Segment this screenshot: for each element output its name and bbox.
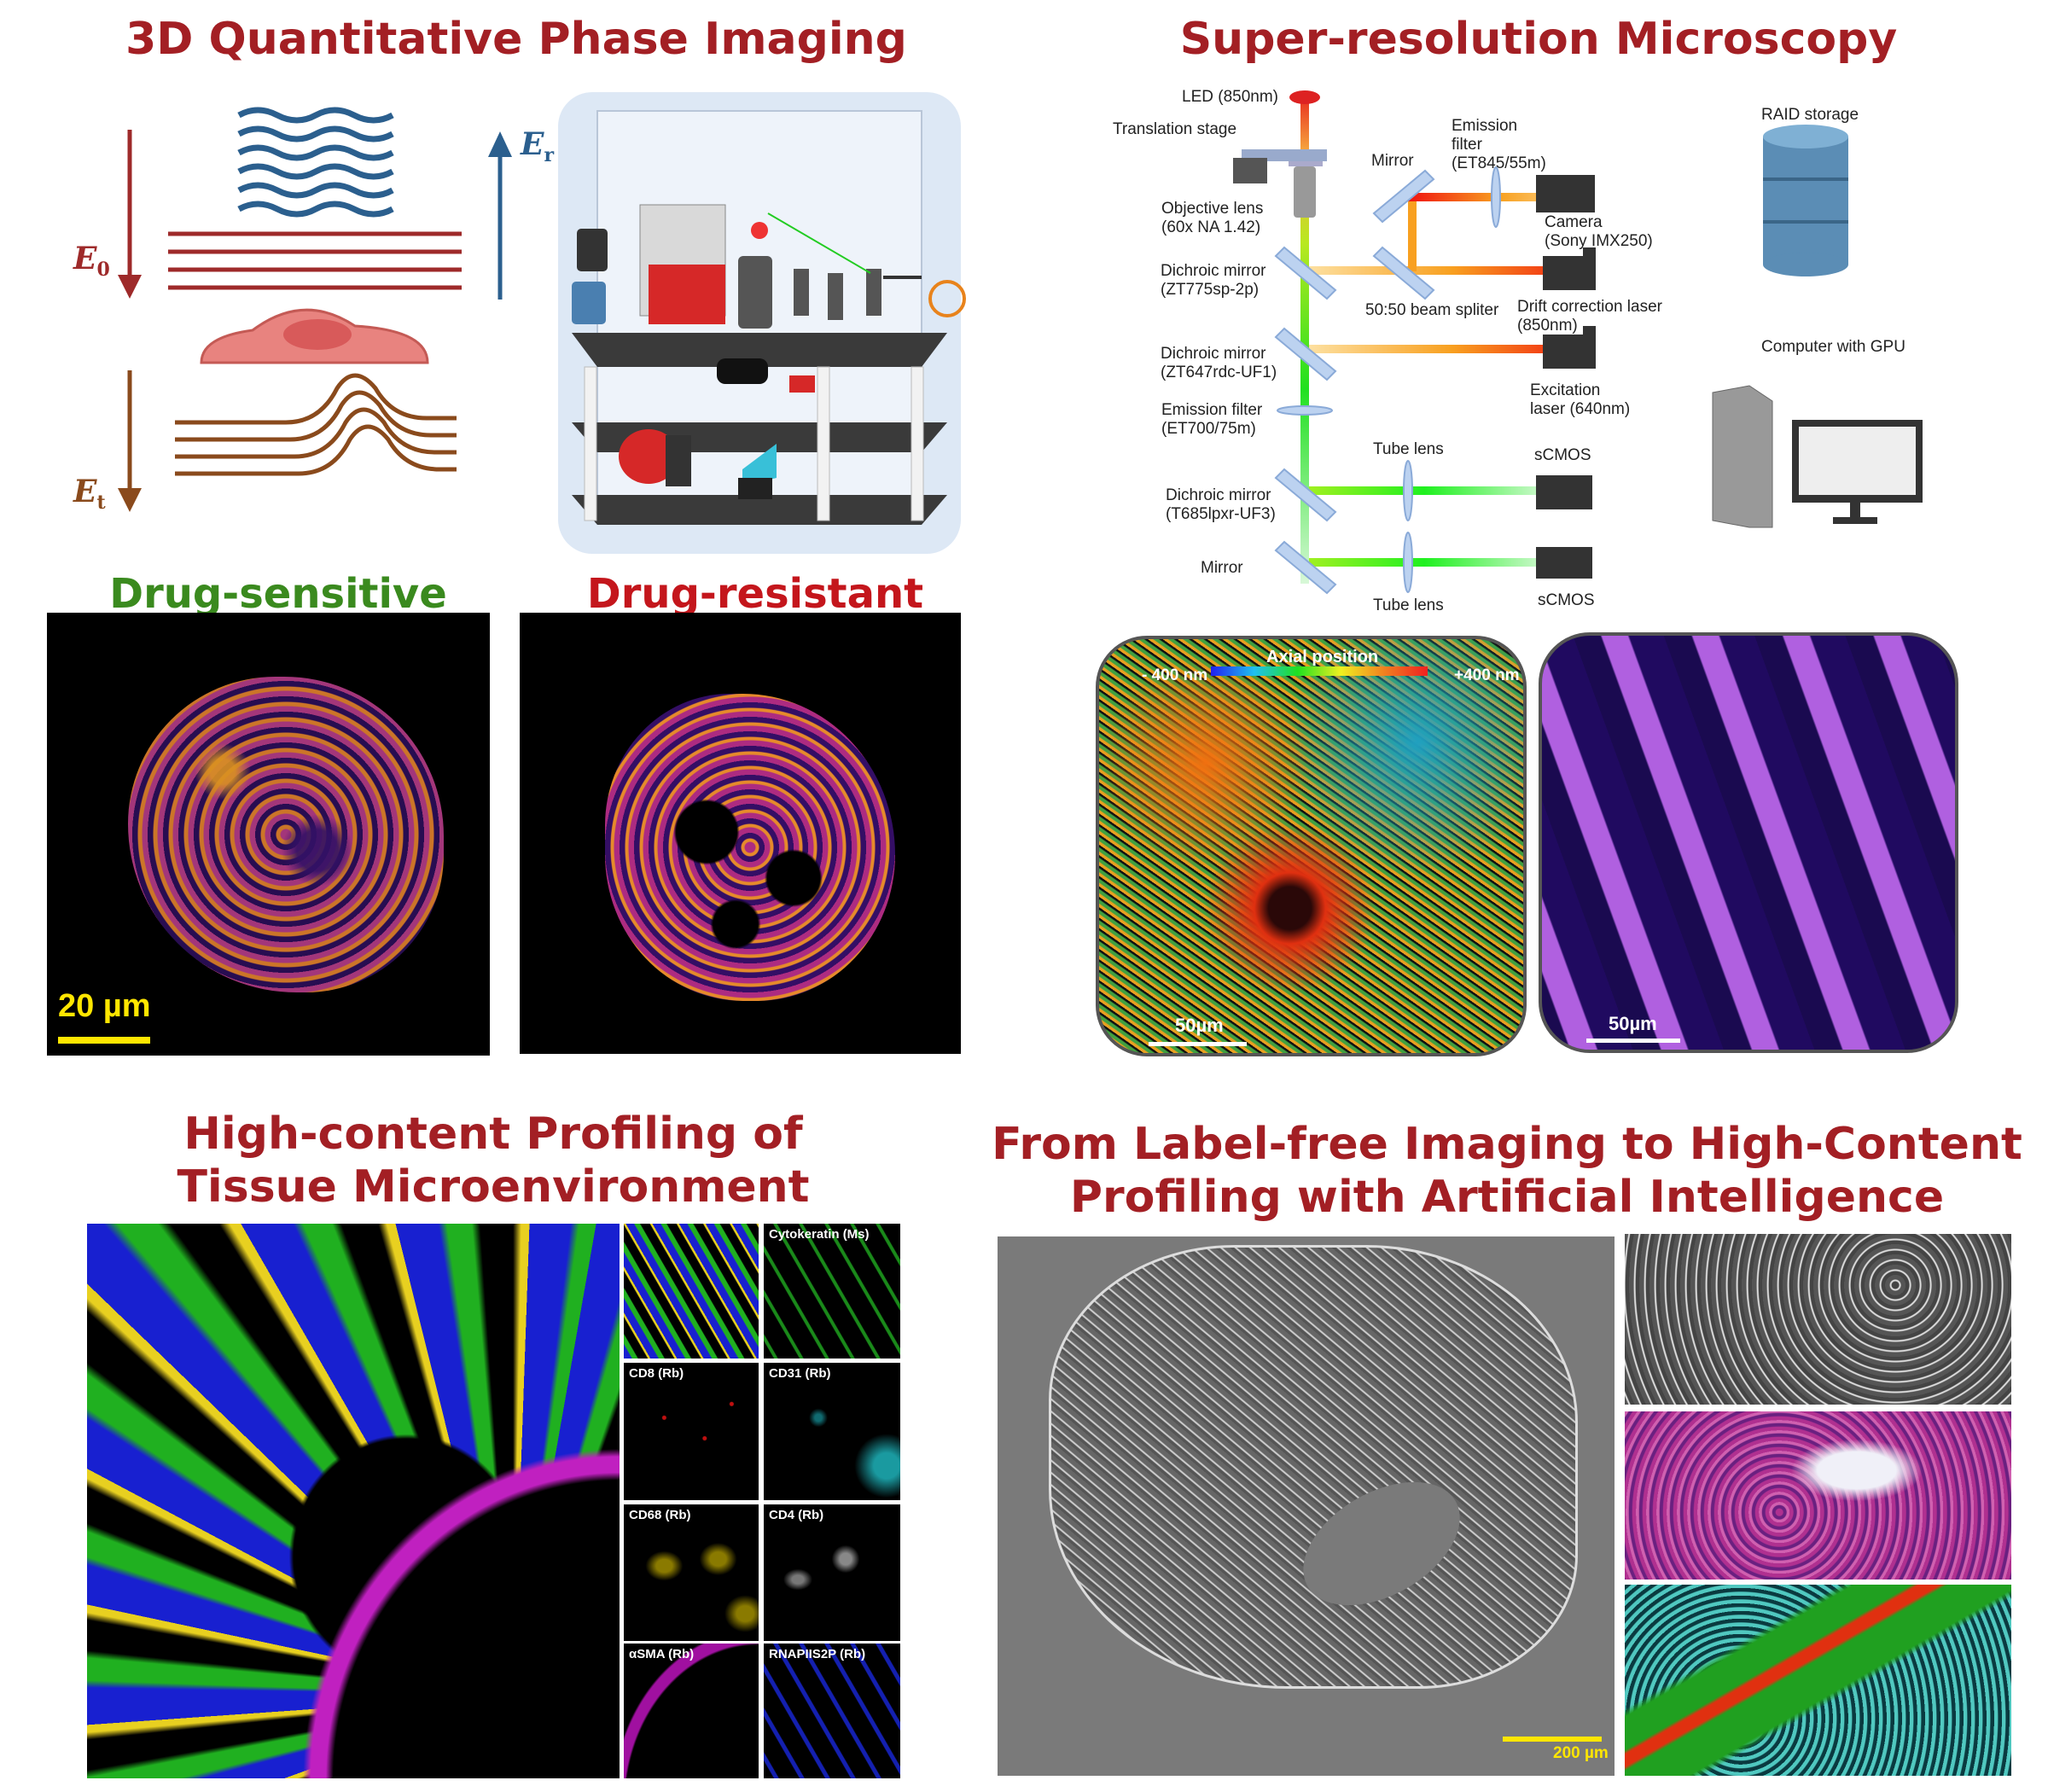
tissue-sr-image: 50µm [1539,632,1958,1053]
mirror-top-label: Mirror [1371,152,1414,170]
qpi-title: 3D Quantitative Phase Imaging [125,14,907,65]
scale-bar-left-label: 50µm [1175,1015,1224,1036]
er-arrow [488,131,512,300]
e0-symbol: E [73,241,97,276]
channel-label: CD31 (Rb) [769,1366,831,1381]
drug-resistant-image [520,613,961,1054]
qpi-setup-illustration [558,92,966,554]
mirror-bottom-label: Mirror [1201,559,1243,577]
axial-position-image: Axial position - 400 nm +400 nm 50µm [1096,636,1527,1056]
e0-subscript: 0 [96,259,110,282]
er-label: Er [521,126,554,166]
computer-icon [1712,385,1923,528]
et-arrow [118,370,142,512]
tube-lens-2-label: Tube lens [1373,596,1444,614]
emission-filter-top-label: Emission filter (ET845/55m) [1452,117,1546,172]
emission-filter-label: Emission filter (ET700/75m) [1161,401,1263,438]
raid-storage-icon [1763,125,1848,276]
e0-arrow [118,130,142,299]
scmos-2-label: sCMOS [1538,591,1595,609]
scale-bar-label: 200 µm [1553,1744,1609,1762]
channel-label: αSMA (Rb) [629,1647,695,1661]
translation-stage-label: Translation stage [1113,120,1237,138]
axial-min-label: - 400 nm [1142,666,1208,684]
ai-title-line2: Profiling with Artificial Intelligence [1069,1172,1945,1223]
axial-colorbar [1211,666,1428,676]
scale-bar-right [1586,1039,1680,1043]
virtual-multiplex-image [1625,1585,2011,1776]
dichroic1-label: Dichroic mirror (ZT775sp-2p) [1161,262,1266,299]
drug-resistant-label: Drug-resistant [586,570,924,618]
distorted-waves [175,373,457,476]
axial-max-label: +400 nm [1454,666,1520,684]
dichroic2-label: Dichroic mirror (ZT647rdc-UF1) [1161,345,1277,381]
label-free-image: 200 µm [998,1236,1615,1776]
qpi-diagram [118,92,966,554]
channel-label: CD8 (Rb) [629,1366,684,1381]
profiling-title-line1: High-content Profiling of [183,1108,803,1160]
e0-label: E0 [73,241,110,281]
objective-label: Objective lens (60x NA 1.42) [1161,200,1264,236]
channel-rnapiis2p: RNAPIIS2P (Rb) [764,1644,900,1778]
beam-splitter-label: 50:50 beam spliter [1365,301,1499,319]
plane-waves [168,231,462,290]
drug-sensitive-label: Drug-sensitive [109,570,447,618]
channel-cd8: CD8 (Rb) [624,1363,759,1500]
scmos-1-label: sCMOS [1534,446,1591,464]
channel-label: RNAPIIS2P (Rb) [769,1647,866,1661]
scale-bar [1503,1737,1602,1742]
scale-bar-left [1149,1042,1247,1046]
channel-cytokeratin: Cytokeratin (Ms) [764,1224,900,1359]
label-free-zoom-image [1625,1234,2011,1405]
et-symbol: E [73,474,97,509]
sr-title: Super-resolution Microscopy [1179,14,1898,65]
camera-label: Camera (Sony IMX250) [1545,213,1653,250]
channel-cd31: CD31 (Rb) [764,1363,900,1500]
scale-bar [58,1037,150,1044]
et-label: Et [73,474,106,514]
incident-waves [239,107,393,214]
profiling-title-line2: Tissue Microenvironment [177,1161,810,1213]
channel-cd4: CD4 (Rb) [764,1504,900,1641]
et-subscript: t [96,492,106,515]
er-symbol: E [521,126,544,162]
channel-asma: αSMA (Rb) [624,1644,759,1778]
tube-lens-1-label: Tube lens [1373,440,1444,458]
axial-position-label: Axial position [1266,648,1379,666]
ai-title-line1: From Label-free Imaging to High-Content [992,1119,2022,1170]
sr-optical-setup [1233,90,1923,595]
channel-label: CD68 (Rb) [629,1508,691,1522]
channel-cd68: CD68 (Rb) [624,1504,759,1641]
channel-label: Cytokeratin (Ms) [769,1227,870,1242]
channel-label: CD4 (Rb) [769,1508,824,1522]
multiplex-composite-image [87,1224,620,1778]
scale-bar-right-label: 50µm [1609,1013,1657,1034]
computer-label: Computer with GPU [1761,338,1905,356]
drift-laser-label: Drift correction laser (850nm) [1517,298,1662,335]
excitation-laser-label: Excitation laser (640nm) [1530,381,1631,418]
dichroic3-label: Dichroic mirror (T685lpxr-UF3) [1166,486,1276,523]
raid-label: RAID storage [1761,106,1859,124]
led-label: LED (850nm) [1182,88,1278,106]
scale-bar-label: 20 µm [58,988,151,1024]
cell-icon [200,308,429,364]
virtual-he-image [1625,1411,2011,1580]
drug-sensitive-image: 20 µm [47,613,490,1056]
er-subscript: r [544,144,555,167]
channel-composite [624,1224,759,1359]
